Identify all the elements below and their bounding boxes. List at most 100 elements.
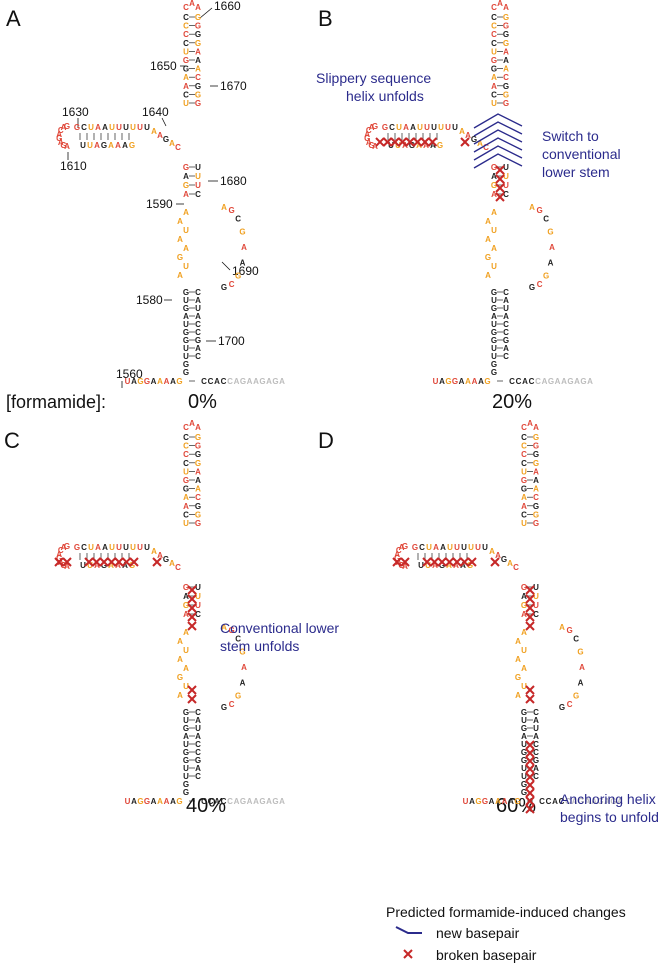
broken-bp-d-low-b xyxy=(525,685,535,695)
nt-mid-left: A xyxy=(183,610,189,619)
nt-arm-bottom: G xyxy=(129,141,135,150)
nt-left-loop: A xyxy=(61,123,67,132)
nt-bulge: G xyxy=(239,648,245,657)
annotation-anchoring-line2: begins to unfold xyxy=(560,809,659,825)
nt-bottom-5prime: A xyxy=(170,797,176,806)
nt-bottom-3prime: G xyxy=(567,377,573,386)
nt-bottom-5prime: G xyxy=(484,377,490,386)
nt-mid-left: A xyxy=(491,190,497,199)
broken-bp-d-mid-b xyxy=(525,612,535,622)
nt-mid-right: U xyxy=(533,601,539,610)
nt-bottom-5prime: A xyxy=(157,797,163,806)
nt-bulge: A xyxy=(240,678,246,687)
legend: Predicted formamide-induced changes new … xyxy=(386,904,626,963)
nt-bottom-3prime: G xyxy=(240,377,246,386)
nt-mid-right: U xyxy=(533,583,539,592)
new-basepair-b xyxy=(473,153,523,169)
nt-bulge: A xyxy=(529,203,535,212)
broken-bp-c-arm xyxy=(91,557,102,567)
nt-bottom-3prime: A xyxy=(214,377,220,386)
nt-bulge: G xyxy=(229,626,235,635)
nt-left-strand: A xyxy=(521,664,527,673)
nt-bottom-5prime: A xyxy=(502,797,508,806)
nt-upper-right: A xyxy=(503,47,509,56)
nt-lower-right: A xyxy=(195,296,201,305)
broken-bp-d-anchor-b xyxy=(525,804,535,814)
nt-arm-top: U xyxy=(431,123,437,132)
nt-mid-left: A xyxy=(183,190,189,199)
nt-arm-top: A xyxy=(433,543,439,552)
nt-arm-top: U xyxy=(116,123,122,132)
broken-bp-c-arm-b xyxy=(106,557,117,567)
nt-top-loop: A xyxy=(189,0,195,8)
nt-arm-top: A xyxy=(95,123,101,132)
nt-left-loop: A xyxy=(61,543,67,552)
nt-mid-left: G xyxy=(491,181,497,190)
nt-bulge: C xyxy=(229,280,235,289)
nt-lower-right: C xyxy=(503,320,509,329)
nt-lower-right: A xyxy=(503,344,509,353)
nt-upper-left: C xyxy=(183,450,189,459)
nt-upper-right: G xyxy=(195,502,201,511)
nt-left-loop: C xyxy=(58,546,64,555)
broken-bp-b-arm-b xyxy=(375,137,385,147)
nt-arm-top: U xyxy=(475,543,481,552)
nt-arm-bottom: G xyxy=(101,141,107,150)
panel-label-a: A xyxy=(6,6,21,31)
annotation-slippery-line2: helix unfolds xyxy=(346,88,424,104)
broken-bp-d-mid xyxy=(525,585,535,595)
nt-bottom-3prime: G xyxy=(259,797,265,806)
nt-bottom-5prime: A xyxy=(469,797,475,806)
nt-bulge: G xyxy=(529,283,535,292)
nt-left-strand: A xyxy=(177,235,183,244)
nt-bottom-3prime: C xyxy=(201,797,207,806)
num-1640: 1640 xyxy=(142,105,169,119)
nt-left-strand: A xyxy=(183,208,189,217)
nt-arm-bottom: U xyxy=(87,561,93,570)
broken-bp-d-low xyxy=(525,694,535,704)
nt-upper-right: A xyxy=(195,56,201,65)
nt-bulge: C xyxy=(229,700,235,709)
nt-bottom-5prime: G xyxy=(144,377,150,386)
nt-top-loop: A xyxy=(195,423,201,432)
nt-upper-left: C xyxy=(183,442,189,451)
nt-upper-right: A xyxy=(195,65,201,74)
nt-bottom-5prime: A xyxy=(459,377,465,386)
nt-top-loop: C xyxy=(183,423,189,432)
nt-arm-top: C xyxy=(81,543,87,552)
broken-bp-b-mid xyxy=(495,192,505,202)
nt-lower-left: G xyxy=(521,748,527,757)
nt-lower-left: U xyxy=(183,716,189,725)
nt-arm-top: U xyxy=(461,543,467,552)
nt-bulge: A xyxy=(240,258,246,267)
broken-bp-c-arm-b xyxy=(121,557,132,567)
broken-bp-d-mid xyxy=(525,612,535,622)
nt-bulge: G xyxy=(543,271,549,280)
nt-arm-bottom: A xyxy=(94,141,100,150)
nt-bulge: G xyxy=(229,206,235,215)
annotation-switch: Switch to conventional lower stem xyxy=(542,128,621,180)
annotation-slippery: Slippery sequence helix unfolds xyxy=(316,70,431,104)
broken-bp-c-arm xyxy=(62,557,72,567)
nt-junction: A xyxy=(489,547,495,556)
nt-upper-left: G xyxy=(521,485,527,494)
nt-bulge: G xyxy=(537,206,543,215)
broken-bp-b-arm-b xyxy=(412,137,423,147)
nt-upper-left: C xyxy=(183,459,189,468)
broken-bp-d-arm xyxy=(459,557,470,567)
nt-upper-right: A xyxy=(533,485,539,494)
nt-arm-top: U xyxy=(454,543,460,552)
nt-upper-left: U xyxy=(183,99,189,108)
nt-arm-top: U xyxy=(445,123,451,132)
nt-arm-top: G xyxy=(74,123,80,132)
nt-bottom-5prime: A xyxy=(472,377,478,386)
nt-arm-top: A xyxy=(102,123,108,132)
nt-left-strand: G xyxy=(177,253,183,262)
broken-bp-c-arm-b xyxy=(129,557,139,567)
nt-junction: A xyxy=(151,127,157,136)
nt-bottom-3prime: A xyxy=(591,797,597,806)
broken-bp-c-arm-b xyxy=(99,557,109,567)
nt-upper-left: A xyxy=(521,502,527,511)
nt-lower-right: A xyxy=(533,732,539,741)
nt-lower-left: U xyxy=(491,344,497,353)
